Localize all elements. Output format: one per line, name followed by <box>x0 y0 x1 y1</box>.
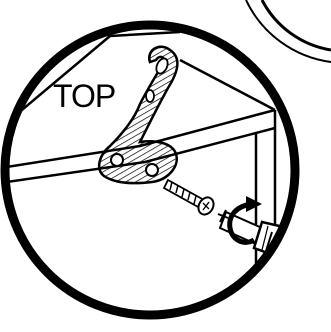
top-label: TOP <box>53 80 115 112</box>
detail-contents <box>0 32 331 332</box>
screw <box>164 180 217 217</box>
adjacent-detail-circle-fragment <box>246 0 331 62</box>
hook <box>99 47 177 183</box>
